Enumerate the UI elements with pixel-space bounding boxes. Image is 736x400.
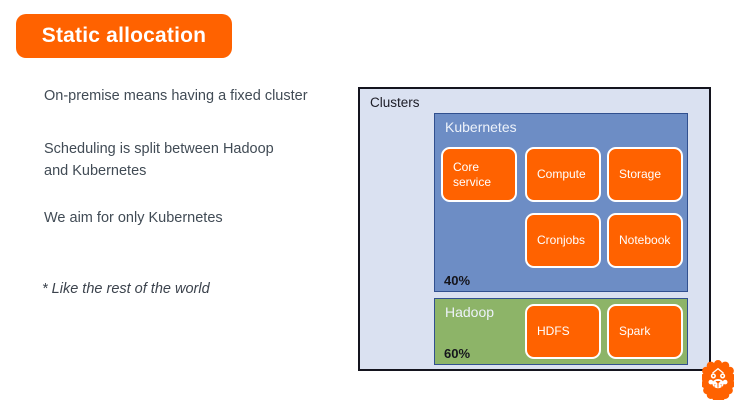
tile-compute: Compute	[525, 147, 601, 202]
kubernetes-label: Kubernetes	[445, 119, 517, 135]
tile-core-service: Core service	[441, 147, 517, 202]
bullet-scheduling-line2: and Kubernetes	[44, 163, 147, 179]
bullet-on-premise: On-premise means having a fixed cluster	[44, 88, 308, 104]
bullet-scheduling-line1: Scheduling is split between Hadoop	[44, 141, 274, 157]
bullet-scheduling: Scheduling is split between Hadoop and K…	[44, 138, 274, 182]
hadoop-cluster-box: Hadoop HDFS Spark 60%	[434, 298, 688, 365]
kubernetes-cluster-box: Kubernetes Core service Compute Storage …	[434, 113, 688, 292]
clusters-label: Clusters	[370, 95, 420, 110]
bullet-aim: We aim for only Kubernetes	[44, 210, 223, 226]
tile-spark: Spark	[607, 304, 683, 359]
tile-storage: Storage	[607, 147, 683, 202]
tile-notebook: Notebook	[607, 213, 683, 268]
tile-cronjobs: Cronjobs	[525, 213, 601, 268]
slide-title-banner: Static allocation	[16, 14, 232, 58]
kubernetes-share: 40%	[444, 273, 471, 288]
hadoop-label: Hadoop	[445, 304, 495, 320]
footnote: * Like the rest of the world	[42, 281, 210, 297]
tile-hdfs: HDFS	[525, 304, 601, 359]
hadoop-share: 60%	[444, 346, 471, 361]
clusters-container: Clusters Kubernetes Core service Compute…	[358, 87, 711, 371]
slide-title: Static allocation	[41, 24, 207, 47]
ing-lion-logo-icon	[702, 360, 734, 400]
